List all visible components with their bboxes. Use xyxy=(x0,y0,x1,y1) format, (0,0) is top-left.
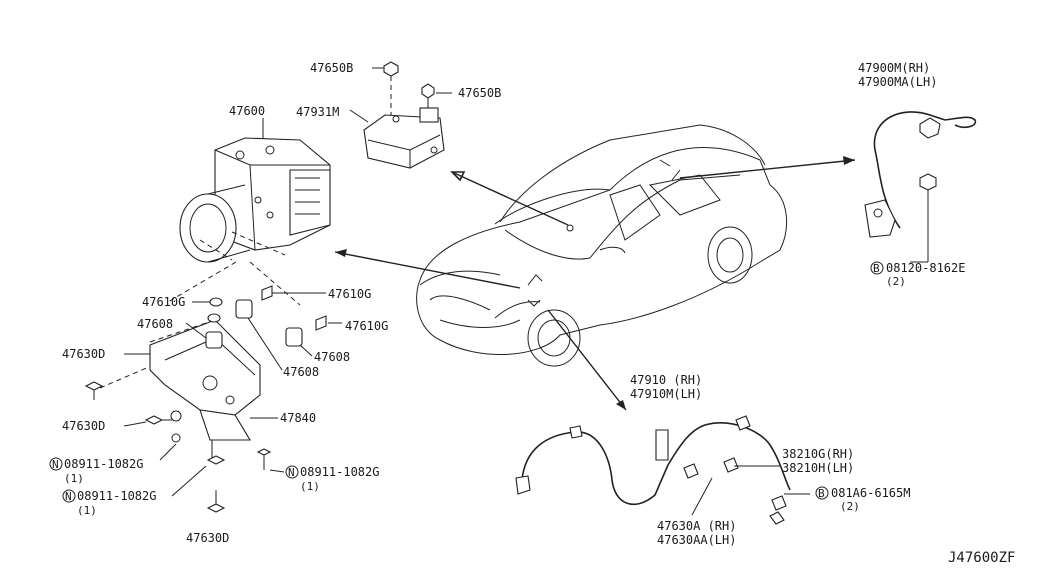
label-08120-8162E: 08120-8162E xyxy=(886,261,965,275)
label-08120-qty: (2) xyxy=(886,275,906,288)
label-08911-2-qty: (1) xyxy=(77,504,97,517)
label-47650B-right: 47650B xyxy=(458,86,501,100)
label-47630D-2: 47630D xyxy=(62,419,105,433)
label-47630A: 47630A (RH) xyxy=(657,519,736,533)
front-wheel-sensor-47910 xyxy=(515,415,810,525)
label-47600: 47600 xyxy=(229,104,265,118)
abs-actuator-47600 xyxy=(179,118,331,263)
label-47910M: 47910M(LH) xyxy=(630,387,702,401)
label-47610G-r1: 47610G xyxy=(328,287,371,301)
sensor-module-47931M xyxy=(349,61,452,169)
label-47900M: 47900M(RH) xyxy=(858,61,930,75)
label-47630D-1: 47630D xyxy=(62,347,105,361)
b-marker-letter: B xyxy=(873,262,880,275)
label-47630D-3: 47630D xyxy=(186,531,229,545)
label-47610G-r2: 47610G xyxy=(345,319,388,333)
bracket-47840 xyxy=(84,261,342,513)
label-08911-3-qty: (1) xyxy=(300,480,320,493)
b-bolt-marker-icon-2 xyxy=(815,486,829,500)
b-bolt-marker-icon xyxy=(870,261,884,275)
label-47840: 47840 xyxy=(280,411,316,425)
label-47650B-top: 47650B xyxy=(310,61,353,75)
n-nut-marker-icon-1 xyxy=(49,457,63,471)
label-47900MA: 47900MA(LH) xyxy=(858,75,937,89)
n-marker-letter-1: N xyxy=(52,458,59,471)
label-47608-left: 47608 xyxy=(137,317,173,331)
label-38210H: 38210H(LH) xyxy=(782,461,854,475)
b-marker-letter-2: B xyxy=(818,487,825,500)
n-nut-marker-icon-2 xyxy=(62,489,76,503)
label-081A6-qty: (2) xyxy=(840,500,860,513)
diagram-code: J47600ZF xyxy=(948,550,1015,566)
rear-wheel-sensor-47900M xyxy=(864,111,977,263)
car-illustration xyxy=(416,124,788,367)
label-47931M: 47931M xyxy=(296,105,339,119)
label-47910: 47910 (RH) xyxy=(630,373,702,387)
label-081A6-6165M: 081A6-6165M xyxy=(831,486,910,500)
label-08911-3: 08911-1082G xyxy=(300,465,379,479)
label-47608-right: 47608 xyxy=(314,350,350,364)
part-labels: 47650B 47931M 47650B 47600 47900M(RH) 47… xyxy=(49,61,1015,566)
n-nut-marker-icon-3 xyxy=(285,465,299,479)
label-47630AA: 47630AA(LH) xyxy=(657,533,736,547)
label-08911-1-qty: (1) xyxy=(64,472,84,485)
label-08911-1: 08911-1082G xyxy=(64,457,143,471)
n-marker-letter-2: N xyxy=(65,490,72,503)
leader-arrows xyxy=(334,156,856,411)
n-marker-letter-3: N xyxy=(288,466,295,479)
label-47610G-left: 47610G xyxy=(142,295,185,309)
label-47608-bottom: 47608 xyxy=(283,365,319,379)
label-08911-2: 08911-1082G xyxy=(77,489,156,503)
label-38210G: 38210G(RH) xyxy=(782,447,854,461)
